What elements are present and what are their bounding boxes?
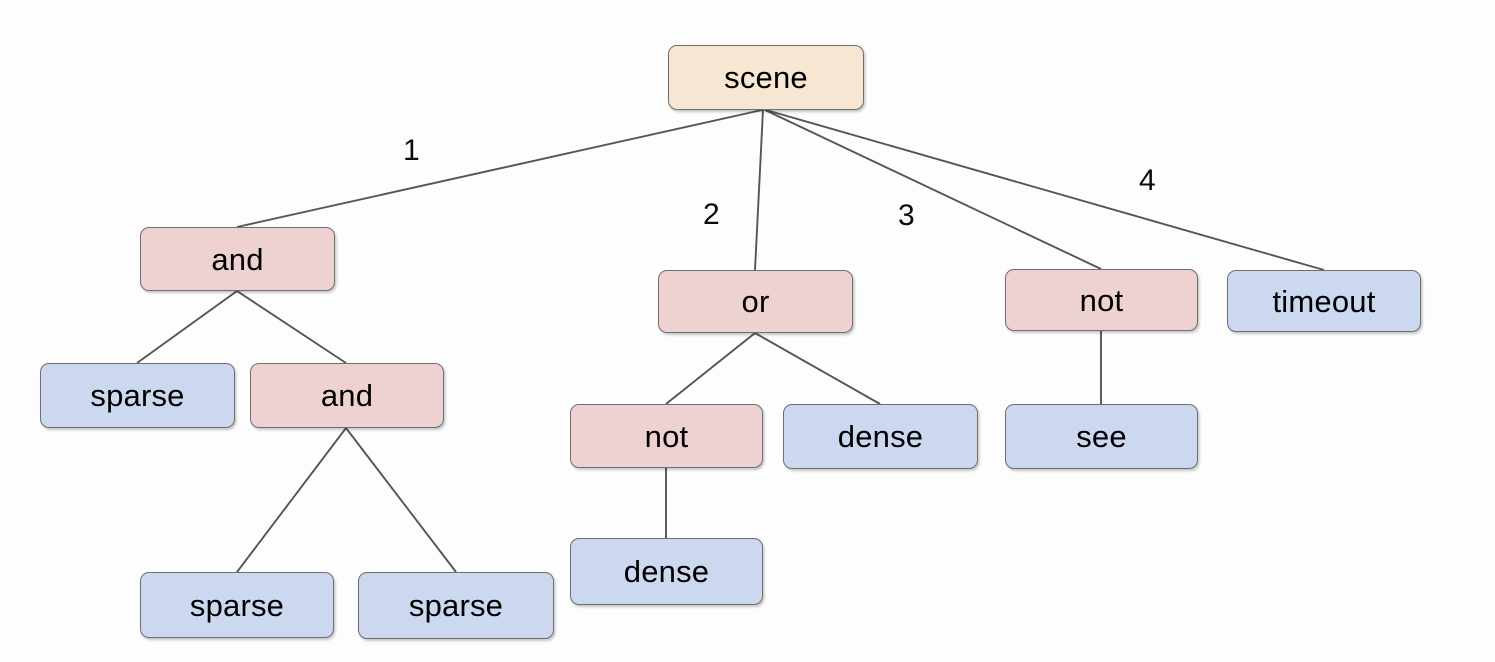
tree-node-dense1[interactable]: dense bbox=[783, 404, 978, 469]
tree-edge-or1-to-dense1 bbox=[754, 332, 881, 405]
tree-node-sparse3[interactable]: sparse bbox=[358, 572, 554, 639]
edge-label-4: 4 bbox=[1139, 164, 1156, 197]
tree-node-or1[interactable]: or bbox=[658, 270, 853, 333]
edge-label-3: 3 bbox=[898, 199, 915, 232]
tree-edge-scene-to-and1 bbox=[236, 109, 763, 228]
tree-node-and2[interactable]: and bbox=[250, 363, 444, 428]
tree-edge-and1-to-and2 bbox=[236, 290, 347, 364]
tree-node-see1[interactable]: see bbox=[1005, 404, 1198, 469]
tree-node-not2[interactable]: not bbox=[1005, 269, 1198, 331]
tree-node-and1[interactable]: and bbox=[140, 227, 335, 291]
tree-node-sparse2[interactable]: sparse bbox=[140, 572, 334, 638]
tree-edge-scene-to-timeout1 bbox=[765, 109, 1325, 271]
tree-edge-and1-to-sparse1 bbox=[136, 290, 238, 364]
tree-edge-scene-to-not2 bbox=[764, 109, 1102, 270]
tree-edge-scene-to-or1 bbox=[754, 109, 764, 271]
tree-node-timeout1[interactable]: timeout bbox=[1227, 270, 1421, 332]
tree-edge-and2-to-sparse2 bbox=[236, 427, 347, 573]
edge-label-1: 1 bbox=[403, 134, 420, 167]
tree-edge-and2-to-sparse3 bbox=[345, 427, 457, 573]
tree-edge-or1-to-not1 bbox=[665, 332, 756, 405]
edge-label-2: 2 bbox=[703, 198, 720, 231]
tree-node-dense2[interactable]: dense bbox=[570, 538, 763, 605]
tree-node-sparse1[interactable]: sparse bbox=[40, 363, 235, 428]
tree-node-scene[interactable]: scene bbox=[668, 45, 864, 110]
tree-node-not1[interactable]: not bbox=[570, 404, 763, 468]
